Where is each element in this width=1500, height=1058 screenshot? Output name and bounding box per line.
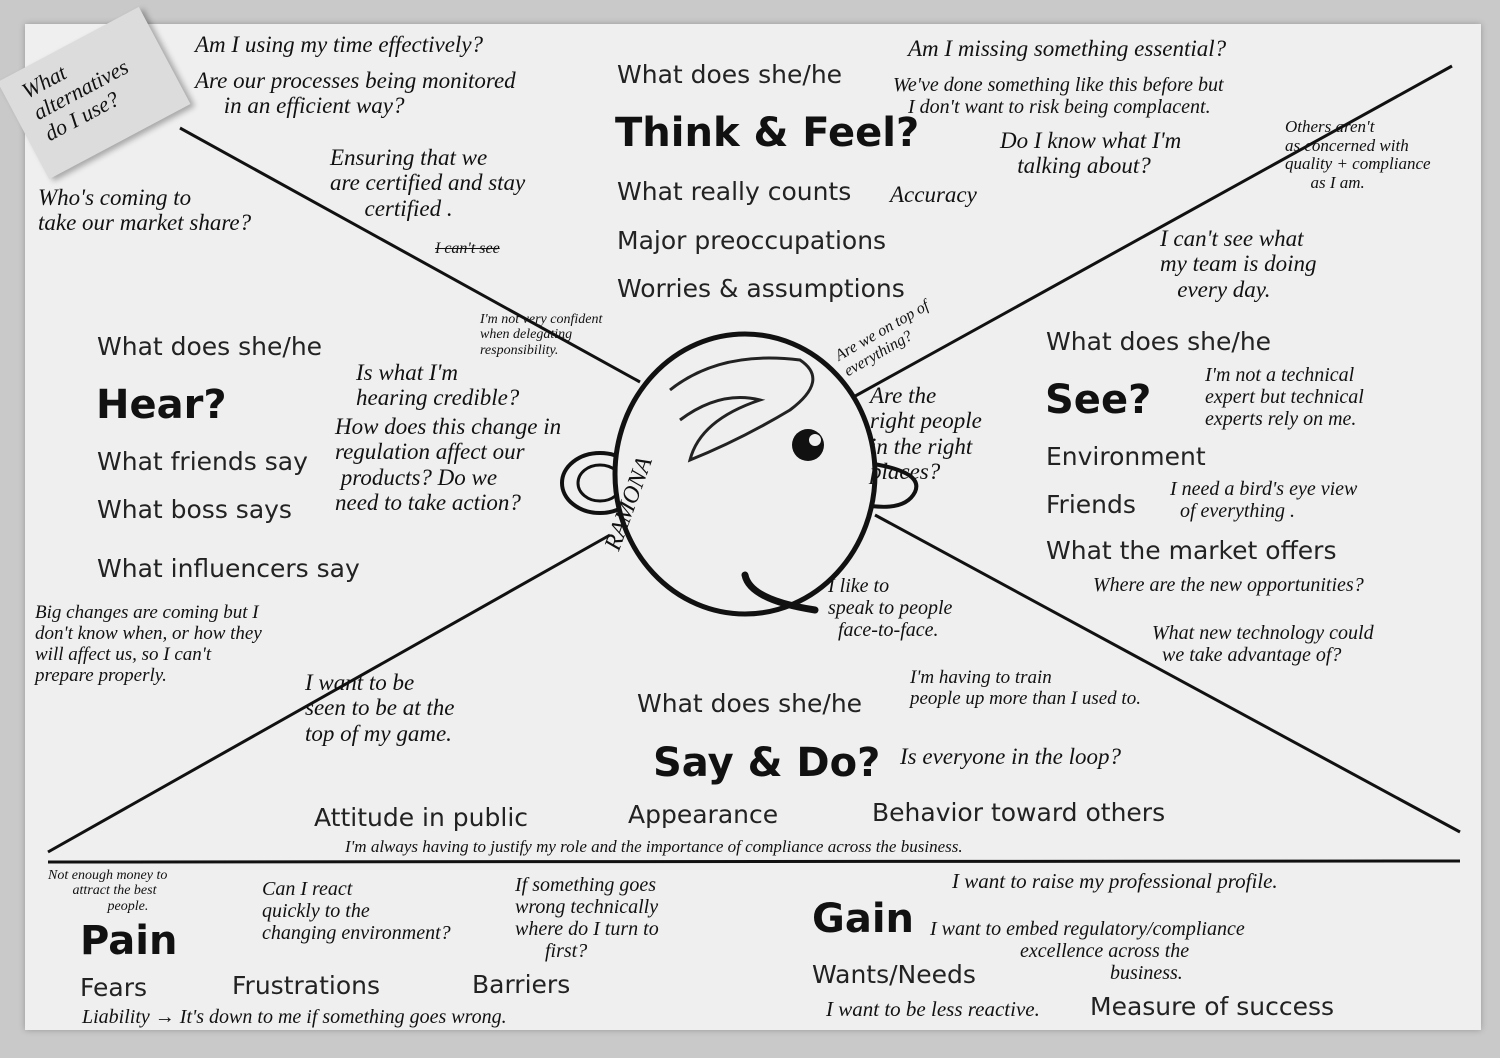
eye: [792, 429, 824, 461]
mouth: [741, 571, 819, 614]
pain-title: Pain: [80, 918, 178, 964]
head-drawing: [560, 331, 919, 617]
think-feel-title: Think & Feel?: [615, 110, 920, 156]
handwritten-note: Ensuring that we are certified and stay …: [330, 145, 526, 221]
pain-item: Fears: [80, 973, 148, 1002]
think-feel-item: Major preoccupations: [617, 226, 887, 255]
see-title: See?: [1045, 377, 1152, 423]
handwritten-note: Do I know what I'm talking about?: [1000, 128, 1182, 179]
handwritten-note: Liability → It's down to me if something…: [82, 1006, 507, 1028]
hear-item: What boss says: [97, 495, 292, 524]
think-feel-item: Worries & assumptions: [617, 274, 905, 303]
handwritten-note: Where are the new opportunities?: [1093, 574, 1364, 596]
pain-item: Barriers: [472, 970, 571, 999]
say-do-item: Attitude in public: [314, 803, 529, 832]
say-do-prompt: What does she/he: [637, 689, 863, 718]
handwritten-note: Who's coming to take our market share?: [38, 185, 252, 236]
see-prompt: What does she/he: [1046, 327, 1272, 356]
handwritten-note: We've done something like this before bu…: [893, 74, 1224, 118]
handwritten-note: Am I using my time effectively?: [195, 32, 484, 57]
handwritten-note: Big changes are coming but I don't know …: [35, 602, 262, 686]
hear-item: What friends say: [97, 447, 308, 476]
say-do-item: Behavior toward others: [872, 798, 1166, 827]
handwritten-note: I'm always having to justify my role and…: [345, 837, 963, 856]
handwritten-note: Others aren't as concerned with quality …: [1285, 117, 1431, 193]
handwritten-note-crossed-out: I can't see: [435, 240, 500, 257]
divider-top-left: [179, 126, 641, 384]
hear-prompt: What does she/he: [97, 332, 323, 361]
handwritten-note: I want to embed regulatory/compliance ex…: [930, 918, 1245, 984]
gain-item: Wants/Needs: [812, 960, 976, 989]
handwritten-note: I want to be less reactive.: [826, 997, 1040, 1021]
hear-title: Hear?: [96, 382, 227, 428]
handwritten-note: Accuracy: [890, 182, 977, 207]
head: [612, 331, 878, 617]
handwritten-note: If something goes wrong technically wher…: [515, 874, 659, 962]
handwritten-note: I like to speak to people face-to-face.: [828, 575, 953, 641]
divider-top-right: [847, 64, 1453, 402]
handwritten-note: I want to raise my professional profile.: [952, 869, 1278, 893]
handwritten-note: I need a bird's eye view of everything .: [1170, 478, 1358, 522]
handwritten-note: Are the right people in the right places…: [870, 383, 982, 484]
see-item: What the market offers: [1046, 536, 1337, 565]
handwritten-note: Am I missing something essential?: [908, 36, 1227, 61]
see-item: Environment: [1046, 442, 1206, 471]
divider-pain-gain: [47, 859, 1461, 864]
handwritten-note: I'm not very confident when delegating r…: [480, 312, 603, 358]
handwritten-note: Can I react quickly to the changing envi…: [262, 878, 451, 944]
handwritten-note: I want to be seen to be at the top of my…: [305, 670, 455, 746]
hear-item: What influencers say: [97, 554, 360, 583]
think-feel-item: What really counts: [617, 177, 852, 206]
hair-scribble: [669, 356, 815, 463]
divider-bottom-left: [47, 533, 611, 854]
handwritten-note: Not enough money to attract the best peo…: [48, 868, 168, 914]
handwritten-note: I can't see what my team is doing every …: [1160, 226, 1317, 302]
think-feel-prompt: What does she/he: [617, 60, 843, 89]
handwritten-note: Is everyone in the loop?: [900, 744, 1121, 769]
handwritten-note: How does this change in regulation affec…: [335, 414, 562, 515]
divider-bottom-right: [874, 513, 1461, 834]
say-do-item: Appearance: [628, 800, 779, 829]
gain-item: Measure of success: [1090, 992, 1335, 1021]
handwritten-note: I'm having to train people up more than …: [910, 667, 1141, 709]
handwritten-note: Is what I'm hearing credible?: [356, 360, 520, 411]
handwritten-note: I'm not a technical expert but technical…: [1205, 364, 1364, 430]
handwritten-note: Are our processes being monitored in an …: [195, 68, 516, 119]
say-do-title: Say & Do?: [653, 740, 881, 786]
pain-item: Frustrations: [232, 971, 381, 1000]
gain-title: Gain: [812, 896, 915, 942]
handwritten-note: What new technology could we take advant…: [1152, 622, 1374, 666]
see-item: Friends: [1046, 490, 1136, 519]
